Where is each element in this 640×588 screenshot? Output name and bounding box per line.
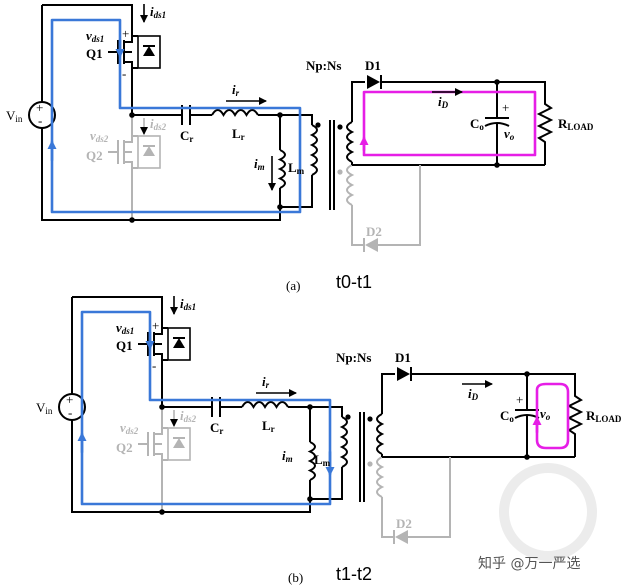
vo-label-a: vo (504, 126, 515, 142)
registered-watermark-icon (499, 463, 597, 561)
cr-label-a: Cr (180, 128, 193, 144)
d1-label-a: D1 (365, 58, 381, 73)
panel-a: Vin vds1 + - Q1 ids1 vds2 Q2 ids2 Cr ir … (6, 4, 594, 293)
lr-label-a: Lr (232, 126, 245, 142)
q1-label-a: Q1 (86, 46, 103, 61)
im-label-b: im (282, 448, 293, 464)
vo-label-b: vo (540, 406, 551, 422)
secondary-current-path-a (362, 90, 537, 157)
lr-label-b: Lr (262, 418, 275, 434)
ir-label-a: ir (232, 82, 240, 98)
co-plus-a: + (502, 100, 509, 115)
lm-label-a: Lm (288, 160, 305, 176)
ids1-label-b: ids1 (180, 296, 196, 312)
ids1-label-a: ids1 (150, 4, 166, 20)
secondary-current-path-b (535, 382, 570, 450)
co-label-b: Co (500, 408, 514, 424)
co-plus-b: + (516, 392, 523, 407)
vin-label-b: Vin (36, 400, 53, 416)
vin-label-a: Vin (6, 108, 23, 124)
panel-a-caption: (a) (286, 278, 300, 293)
lm-label-b: Lm (314, 452, 331, 468)
watermark-text: 知乎 @万一严选 (478, 555, 580, 572)
vds1-label-b: vds1 (116, 320, 134, 336)
q2-label-b: Q2 (116, 440, 133, 455)
ir-label-b: ir (262, 374, 270, 390)
ids2-label-b: ids2 (180, 408, 197, 424)
primary-current-path-a (50, 18, 302, 214)
vds2-label-a: vds2 (90, 128, 109, 144)
vds1-minus-a: - (122, 66, 126, 81)
turns-ratio-label-a: Np:Ns (306, 58, 341, 73)
cr-label-b: Cr (210, 420, 223, 436)
id-label-a: iD (438, 94, 449, 110)
id-label-b: iD (468, 386, 479, 402)
q2-label-a: Q2 (86, 148, 103, 163)
panel-b-interval: t1-t2 (336, 564, 372, 584)
vds1-label-a: vds1 (86, 28, 104, 44)
primary-current-path-b (80, 310, 332, 506)
turns-ratio-label-b: Np:Ns (336, 350, 371, 365)
panel-b-caption: (b) (288, 570, 303, 585)
vds1-plus-a: + (122, 26, 129, 41)
q1-label-b: Q1 (116, 338, 133, 353)
d2-label-a: D2 (366, 224, 382, 239)
rload-label-a: RLOAD (558, 116, 594, 132)
rload-label-b: RLOAD (586, 408, 622, 424)
im-label-a: im (254, 156, 265, 172)
vds1-plus-b: + (152, 318, 159, 333)
panel-a-interval: t0-t1 (336, 272, 372, 292)
ids2-label-a: ids2 (150, 116, 167, 132)
vds2-label-b: vds2 (120, 420, 139, 436)
vds1-minus-b: - (152, 358, 156, 373)
co-label-a: Co (470, 116, 484, 132)
panel-b: Vin vds1 + - Q1 ids1 vds2 Q2 ids2 Cr ir … (36, 296, 622, 545)
d2-label-b: D2 (396, 516, 412, 531)
d1-label-b: D1 (395, 350, 411, 365)
